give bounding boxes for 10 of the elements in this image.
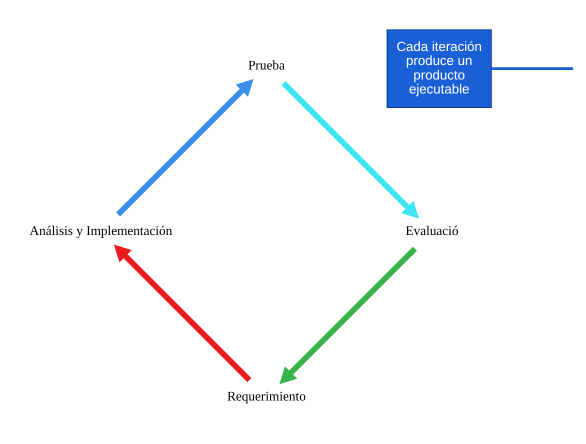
arrow [282,81,420,219]
arrow [114,244,252,382]
connector [492,67,574,70]
node-text: Prueba [248,58,285,73]
node-text: Análisis y Implementación [30,223,172,238]
node-box: Cada iteración produce un producto ejecutable [386,29,492,108]
node-text: Evaluació [406,223,458,238]
node-text: Requerimiento [227,388,306,404]
arrow [279,246,417,384]
arrow [116,79,254,217]
